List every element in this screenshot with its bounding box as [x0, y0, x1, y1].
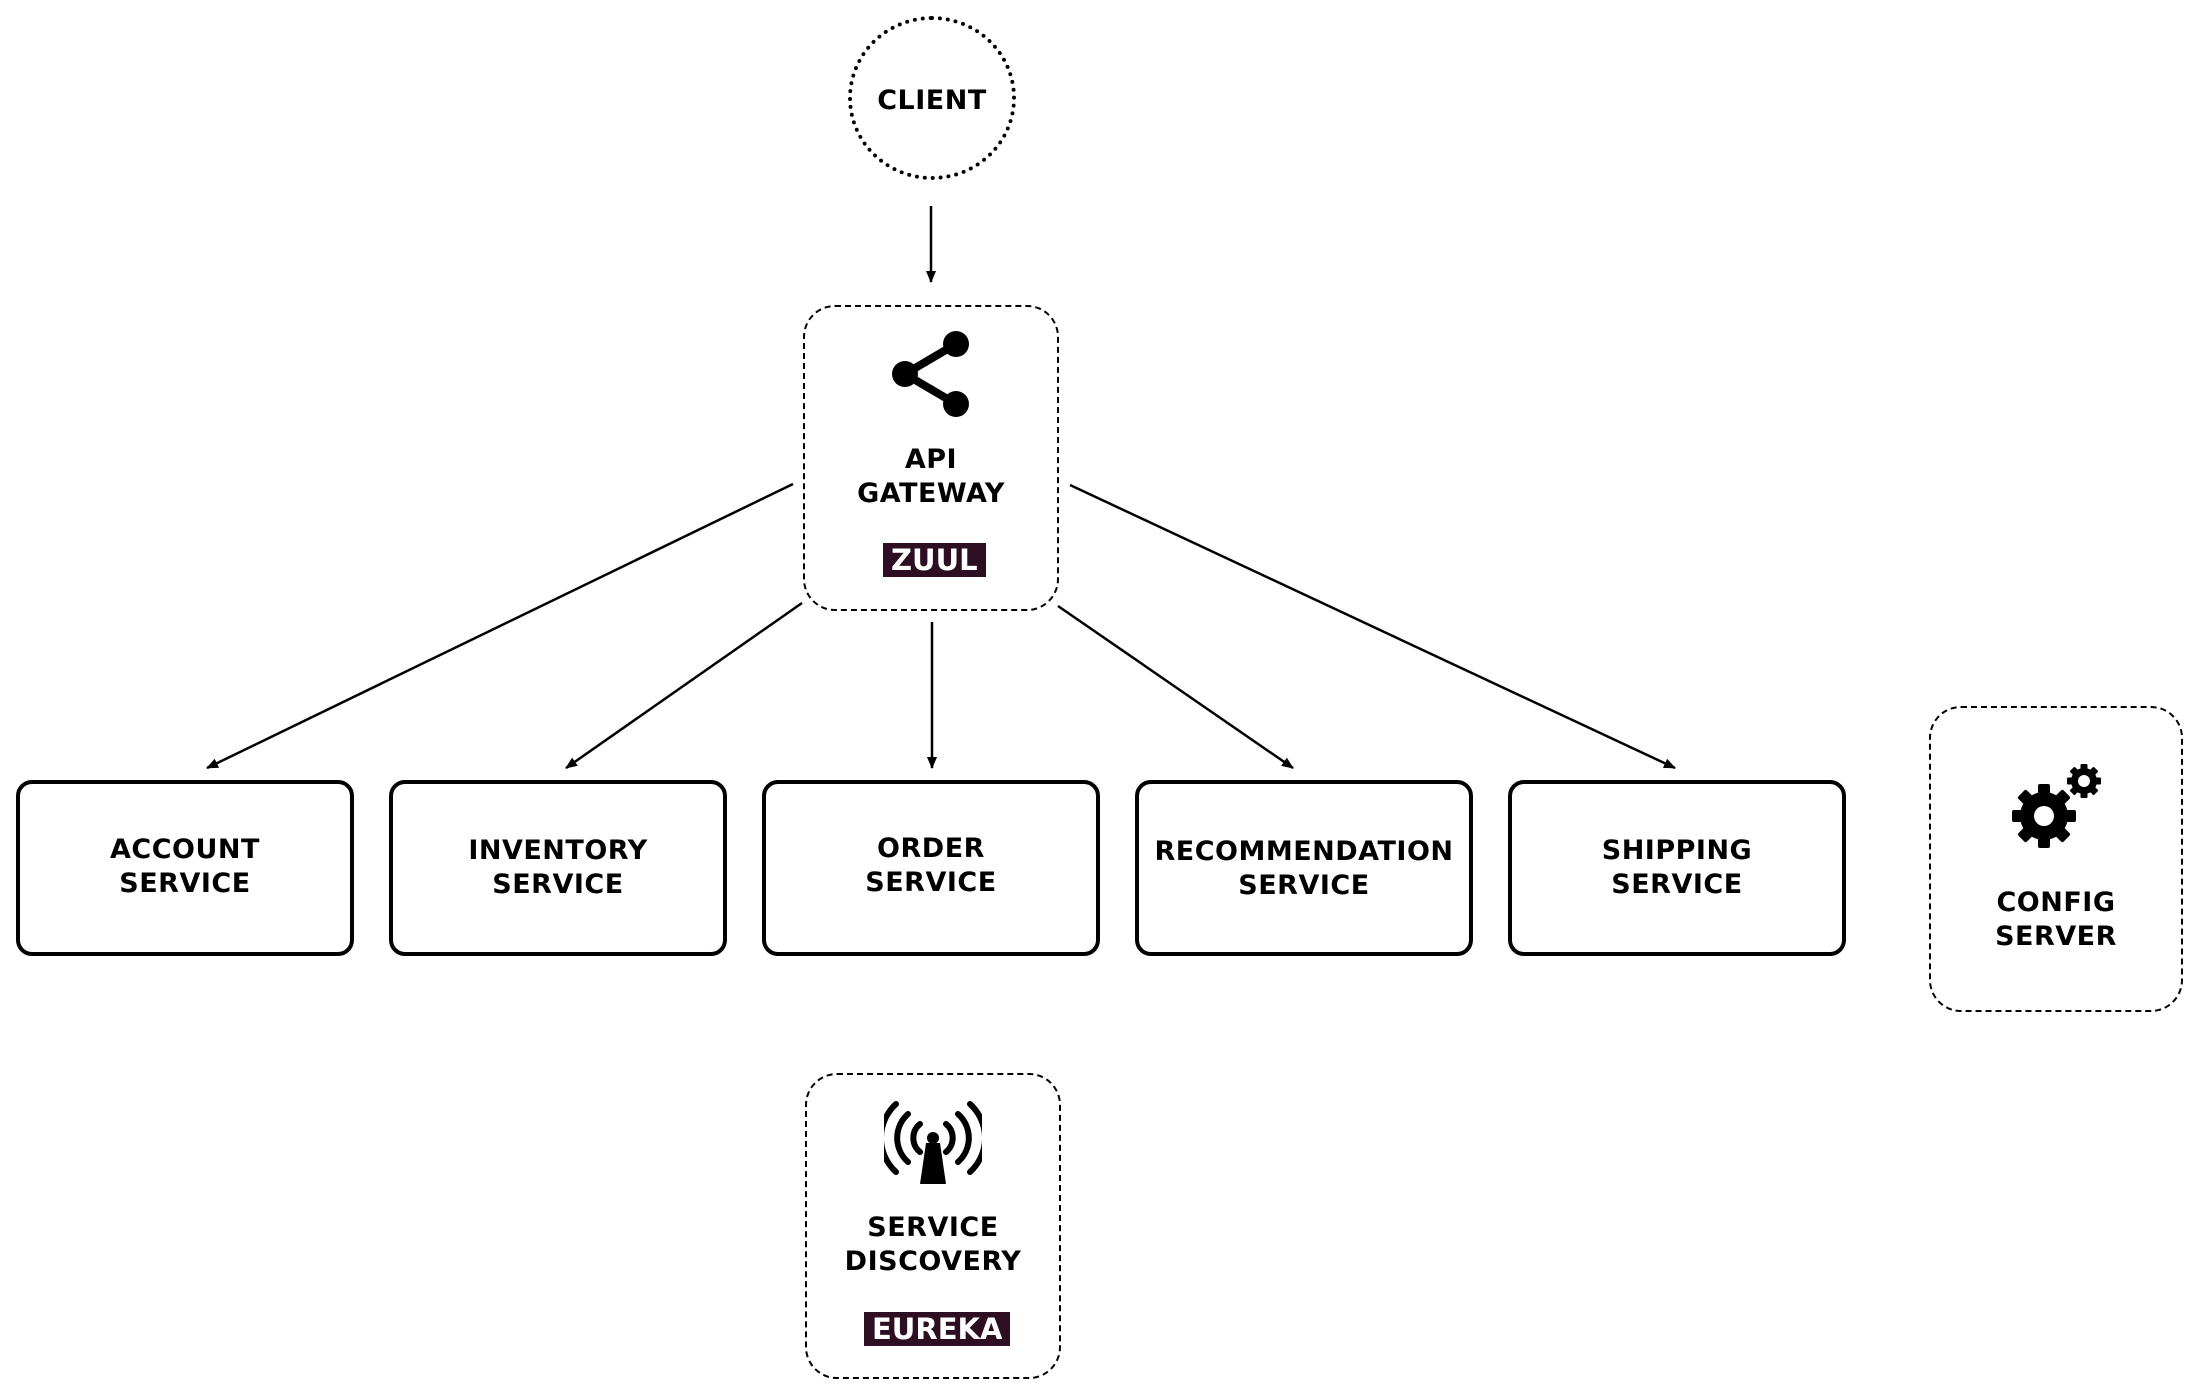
client-label: CLIENT [877, 85, 987, 116]
account-service-node [16, 780, 354, 956]
inventory-service-node [389, 780, 727, 956]
config-server-label: CONFIG SERVER [1995, 887, 2117, 952]
arrow-gateway-account [206, 482, 794, 770]
arrow-gateway-inventory [565, 601, 803, 770]
service-discovery-label: SERVICE DISCOVERY [844, 1212, 1022, 1277]
antenna-icon [884, 1101, 982, 1184]
share-icon [892, 331, 969, 417]
order-service-node [762, 780, 1100, 956]
api-gateway-label: API GATEWAY [857, 444, 1005, 509]
gears-icon [2012, 764, 2101, 848]
api-gateway-node [803, 305, 1059, 611]
arrow-gateway-recommendation [1057, 604, 1294, 770]
inventory-service-label: INVENTORY SERVICE [468, 835, 648, 900]
arrow-gateway-shipping [1069, 483, 1676, 770]
config-server-node [1929, 706, 2183, 1012]
client-node [848, 16, 1016, 180]
service-discovery-node [805, 1073, 1061, 1379]
order-service-label: ORDER SERVICE [865, 833, 997, 898]
shipping-service-label: SHIPPING SERVICE [1601, 835, 1753, 900]
recommendation-service-node [1135, 780, 1473, 956]
eureka-badge: EUREKA [864, 1312, 1011, 1346]
shipping-service-node [1508, 780, 1846, 956]
account-service-label: ACCOUNT SERVICE [110, 834, 260, 899]
zuul-badge: ZUUL [883, 543, 986, 577]
recommendation-service-label: RECOMMENDATION SERVICE [1154, 836, 1454, 901]
